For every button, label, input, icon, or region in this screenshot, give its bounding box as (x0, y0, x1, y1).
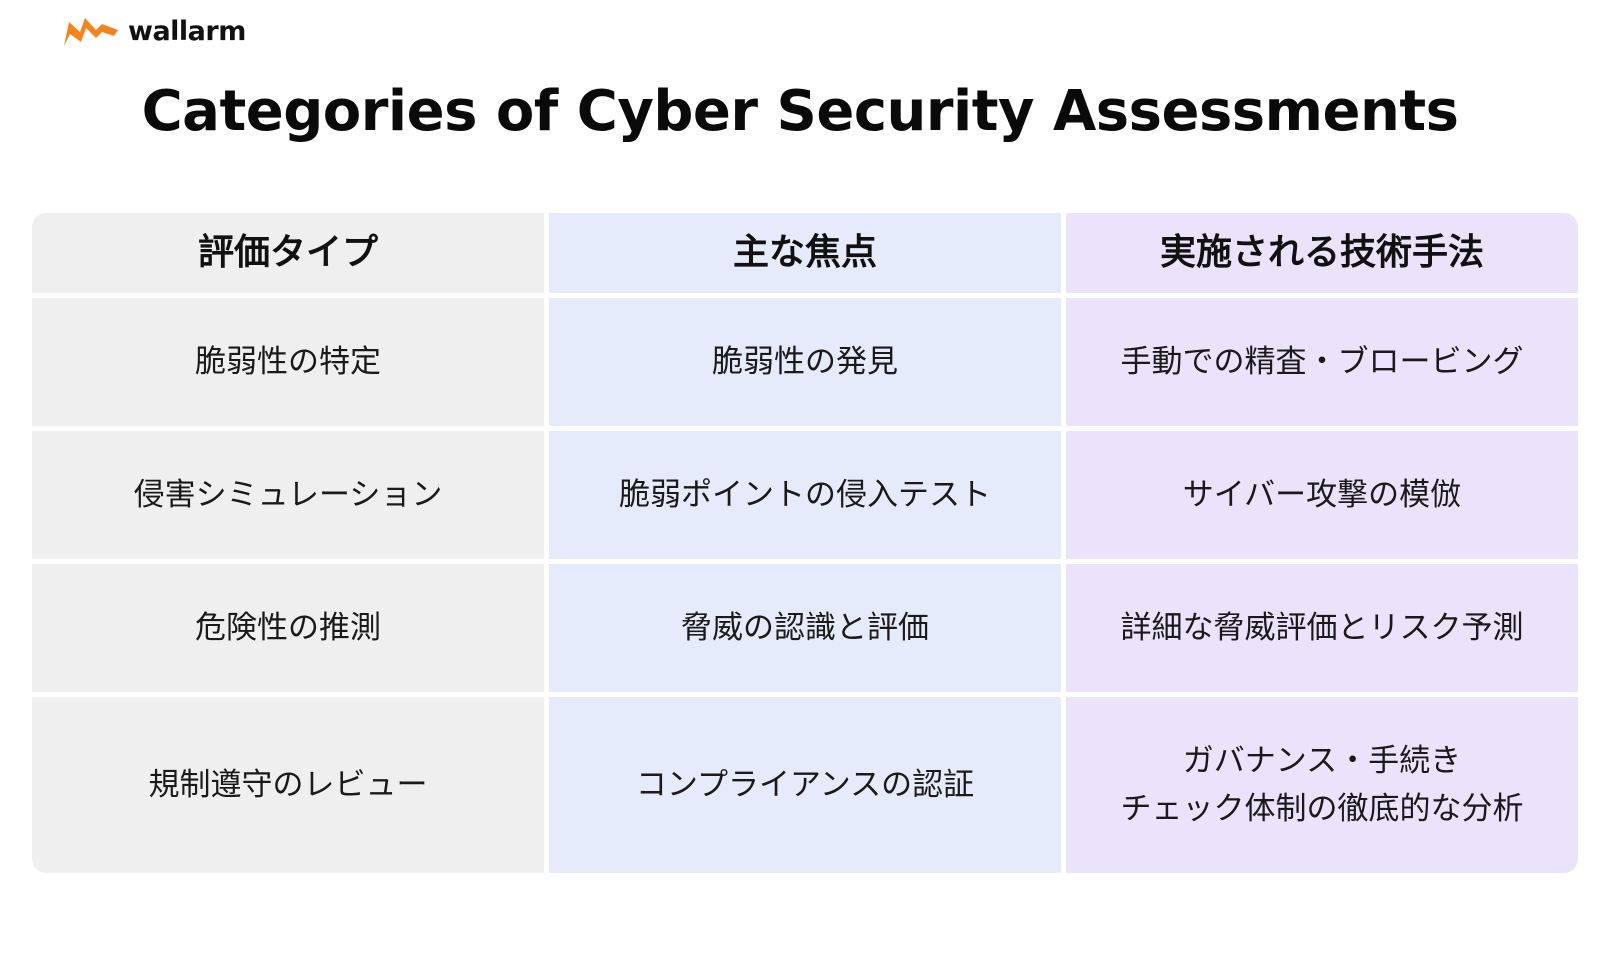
assessment-table: 評価タイプ 主な焦点 実施される技術手法 脆弱性の特定 脆弱性の発見 手動での精… (32, 213, 1578, 873)
table-cell: 規制遵守のレビュー (32, 697, 544, 873)
table-cell: 脆弱ポイントの侵入テスト (549, 431, 1061, 559)
table-cell: コンプライアンスの認証 (549, 697, 1061, 873)
table-cell: 脆弱性の特定 (32, 298, 544, 426)
table-header-assessment-type: 評価タイプ (32, 213, 544, 293)
table-cell: 詳細な脅威評価とリスク予測 (1066, 564, 1578, 692)
brand-logo: wallarm (64, 14, 246, 48)
table-cell: ガバナンス・手続き チェック体制の徹底的な分析 (1066, 697, 1578, 873)
table-cell: 脆弱性の発見 (549, 298, 1061, 426)
table-cell: 脅威の認識と評価 (549, 564, 1061, 692)
table-cell: サイバー攻撃の模倣 (1066, 431, 1578, 559)
page-title: Categories of Cyber Security Assessments (141, 79, 1459, 144)
table-cell: 侵害シミュレーション (32, 431, 544, 559)
brand-name: wallarm (128, 15, 246, 47)
table-cell: 危険性の推測 (32, 564, 544, 692)
table-header-main-focus: 主な焦点 (549, 213, 1061, 293)
table-header-techniques: 実施される技術手法 (1066, 213, 1578, 293)
table-cell: 手動での精査・ブロービング (1066, 298, 1578, 426)
wallarm-flame-logo-icon (64, 18, 118, 46)
